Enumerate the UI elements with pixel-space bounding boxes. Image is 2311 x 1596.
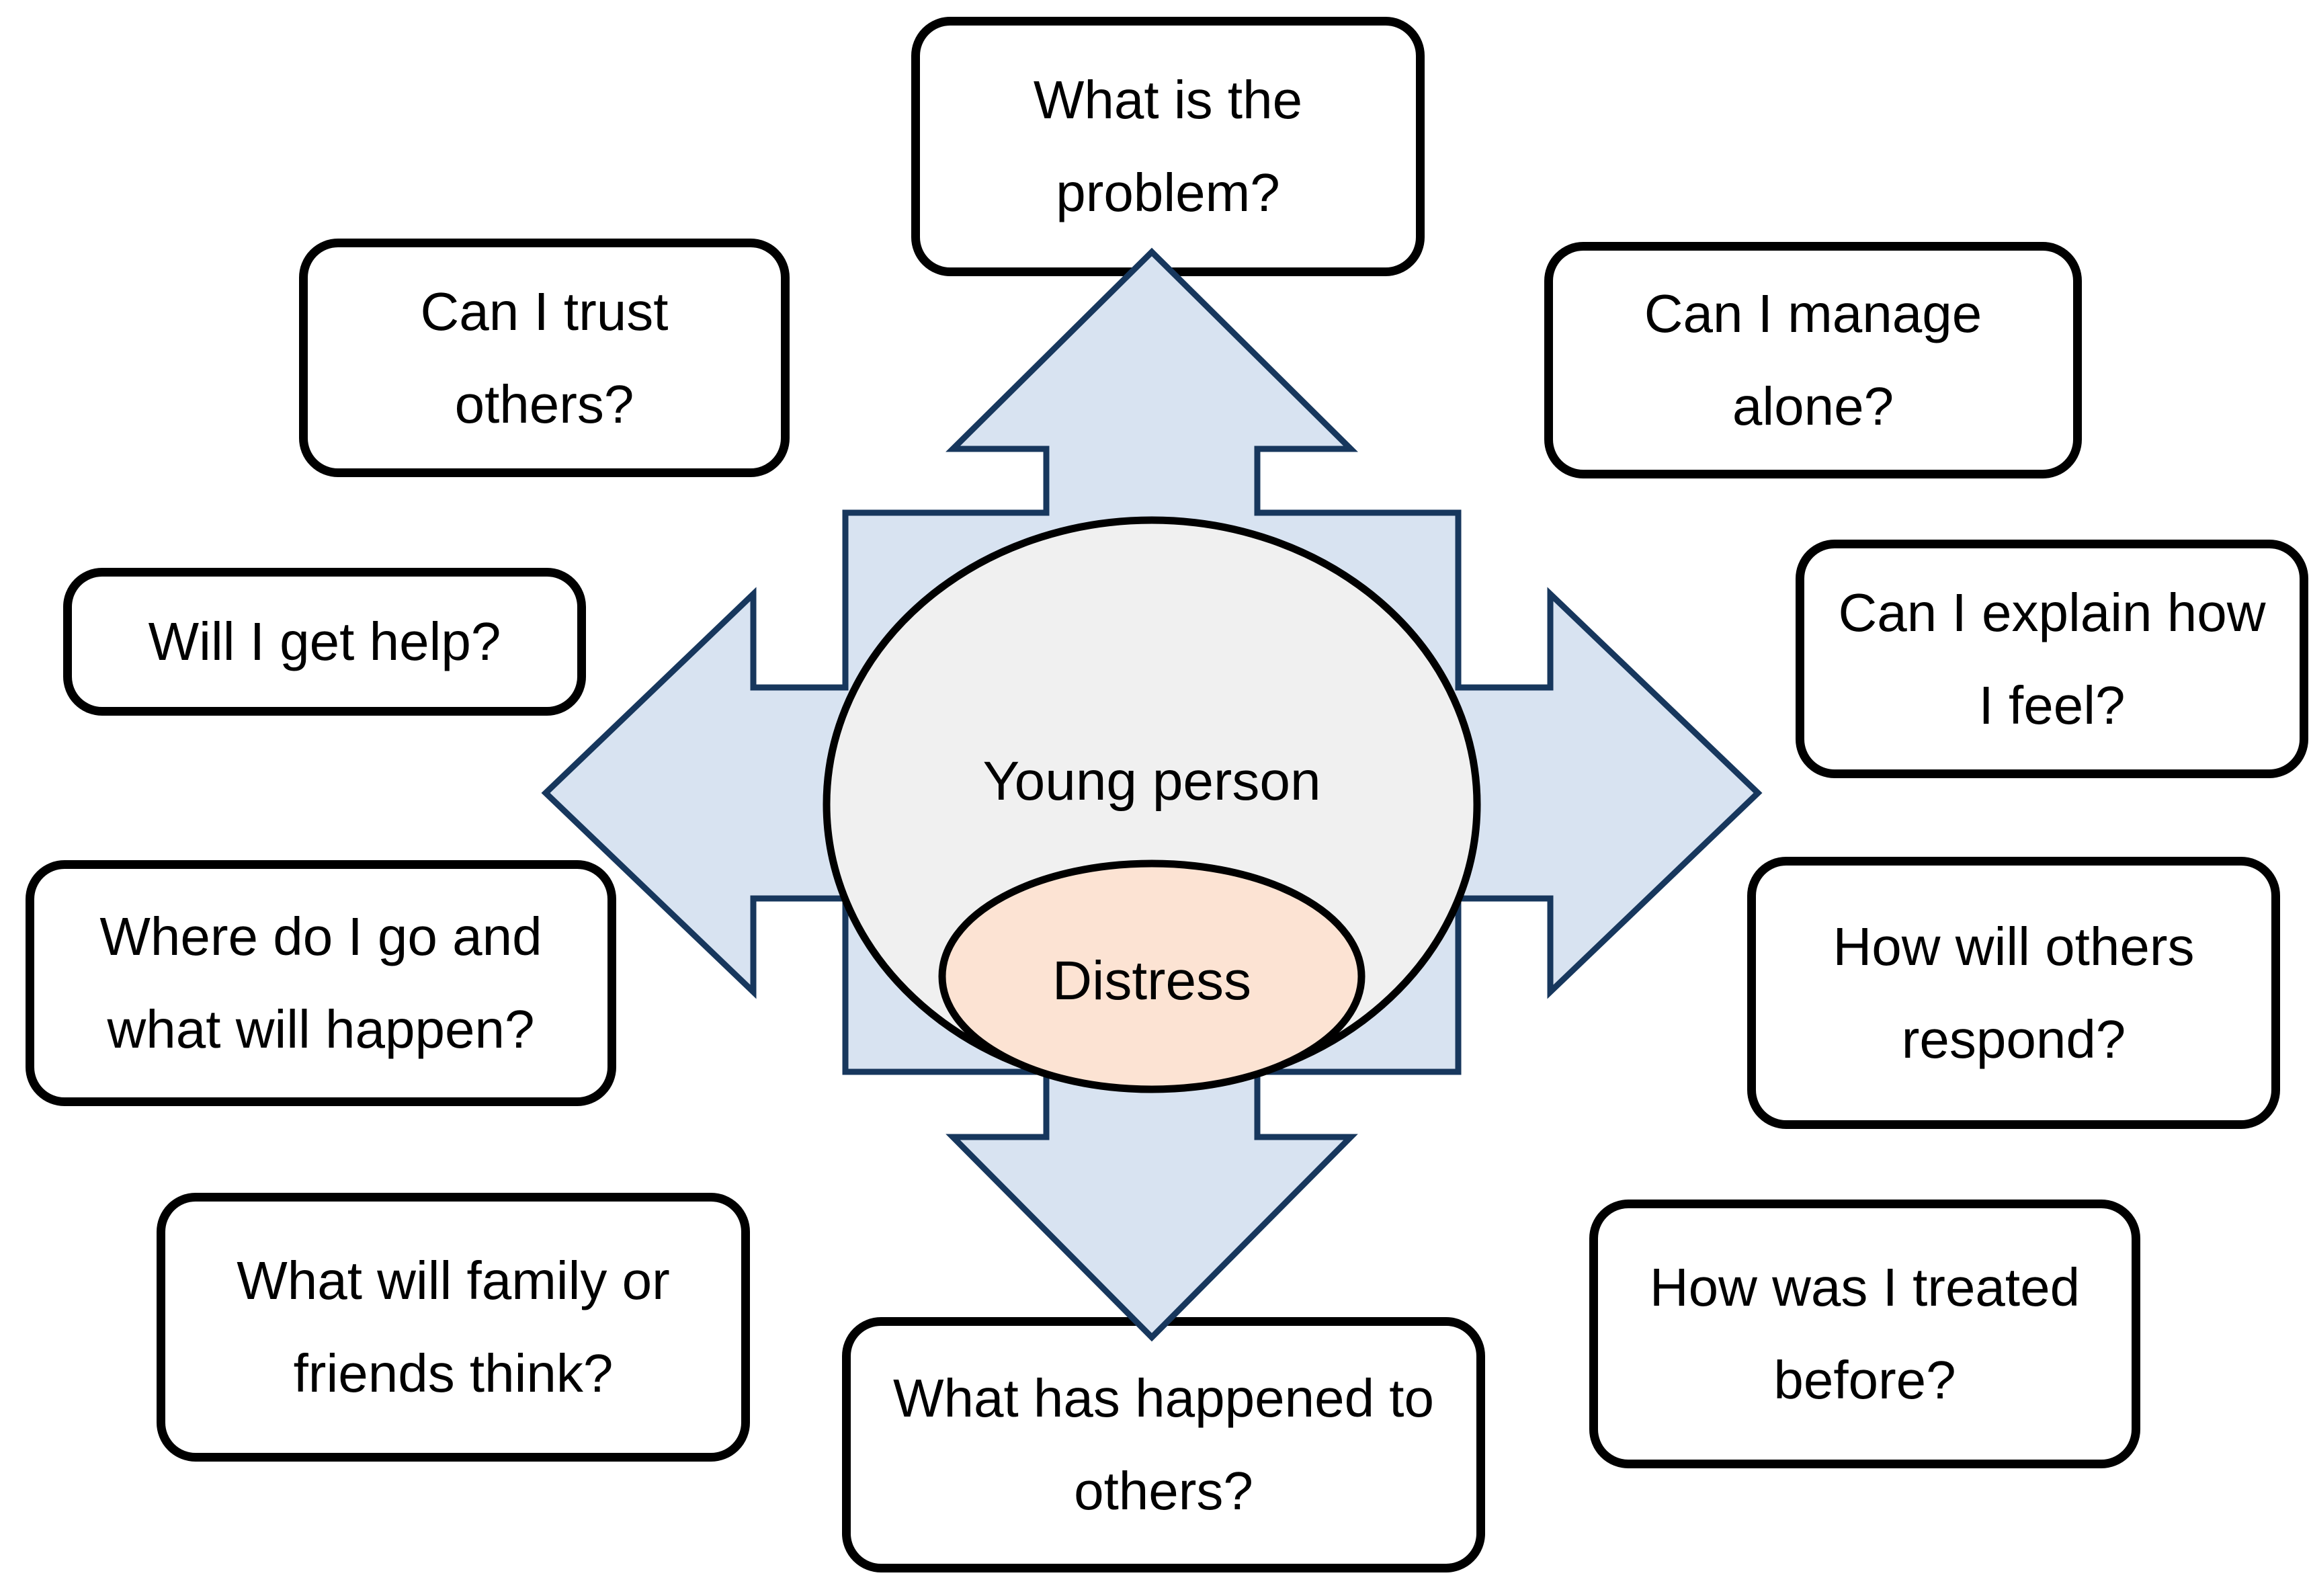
question-line: Will I get help? — [148, 612, 501, 671]
question-line: Where do I go and — [99, 907, 542, 966]
question-box-how-was-i-treated: How was I treated before? — [1589, 1200, 2140, 1468]
question-line: before? — [1773, 1350, 1956, 1410]
question-box-where-do-i-go: Where do I go and what will happen? — [26, 860, 616, 1106]
question-box-can-i-explain-how-i-feel: Can I explain how I feel? — [1796, 540, 2308, 778]
distress-label: Distress — [1052, 950, 1251, 1011]
young-person-circle — [823, 516, 1481, 1093]
question-line: Can I manage — [1644, 284, 1982, 343]
question-line: alone? — [1732, 376, 1894, 436]
question-line: What has happened to — [892, 1368, 1435, 1428]
question-line: Can I trust — [420, 281, 669, 341]
question-line: How was I treated — [1649, 1257, 2081, 1317]
question-line: respond? — [1901, 1009, 2126, 1069]
question-box-what-happened-to-others: What has happened to others? — [842, 1317, 1485, 1572]
question-line: What will family or — [237, 1251, 670, 1310]
question-line: How will others — [1833, 916, 2195, 976]
question-line: What is the — [1033, 70, 1303, 130]
question-box-will-i-get-help: Will I get help? — [63, 568, 586, 716]
question-line: Can I explain how — [1838, 582, 2266, 642]
question-line: others? — [454, 374, 634, 434]
question-box-how-will-others-respond: How will others respond? — [1747, 857, 2280, 1129]
question-box-can-i-manage-alone: Can I manage alone? — [1544, 242, 2082, 478]
distress-ellipse — [938, 859, 1365, 1093]
question-line: others? — [1074, 1461, 1253, 1521]
question-box-what-will-family-think: What will family or friends think? — [157, 1193, 750, 1462]
question-line: problem? — [1056, 163, 1280, 222]
question-line: I feel? — [1978, 675, 2126, 735]
question-line: friends think? — [293, 1343, 614, 1403]
question-box-what-is-the-problem: What is the problem? — [911, 17, 1425, 276]
question-line: what will happen? — [107, 999, 535, 1059]
young-person-label: Young person — [982, 751, 1320, 812]
question-box-can-i-trust-others: Can I trust others? — [299, 239, 790, 477]
